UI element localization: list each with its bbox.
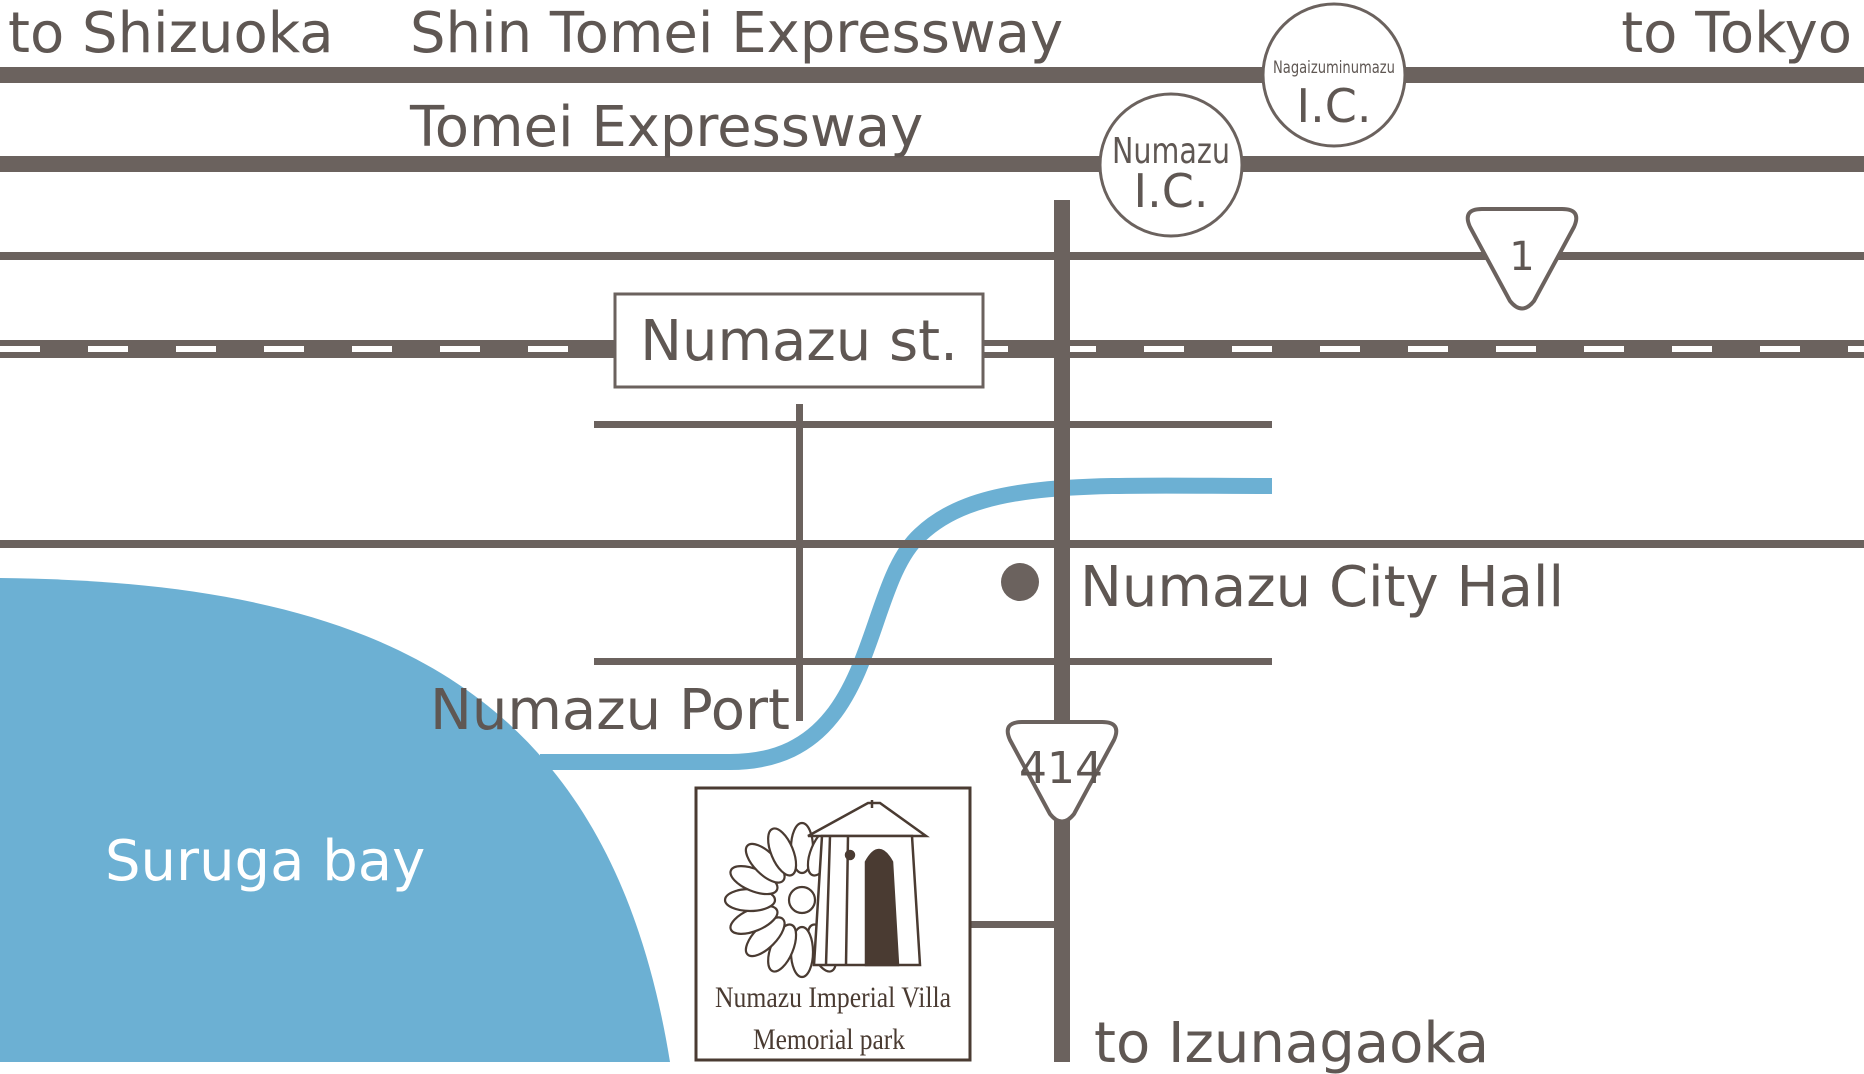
nagaizumi-ic-marker bbox=[1261, 2, 1407, 148]
nagaizumi-ic-name: Nagaizuminumazu bbox=[1273, 58, 1395, 78]
numazu-ic-name: Numazu bbox=[1112, 131, 1230, 172]
imperial-villa-name-line2: Memorial park bbox=[753, 1023, 905, 1056]
numazu-port-label: Numazu Port bbox=[430, 678, 790, 743]
nagaizumi-ic-suffix: I.C. bbox=[1297, 79, 1372, 133]
villa-access-road bbox=[968, 921, 1056, 928]
suruga-bay-label: Suruga bay bbox=[105, 829, 425, 894]
city-hall-marker bbox=[1001, 563, 1039, 601]
route-414-number: 414 bbox=[1019, 743, 1103, 794]
local-road-upper bbox=[594, 421, 1272, 428]
suruga-bay-water bbox=[0, 578, 670, 1062]
port-road bbox=[796, 404, 803, 721]
route-414-road bbox=[1054, 200, 1070, 1062]
numazu-ic-suffix: I.C. bbox=[1134, 164, 1209, 218]
river bbox=[540, 477, 1273, 770]
city-hall-label: Numazu City Hall bbox=[1080, 555, 1564, 620]
route-1-shield bbox=[1465, 207, 1579, 311]
numazu-station-label: Numazu st. bbox=[640, 309, 958, 374]
main-street bbox=[0, 540, 1864, 548]
route-414-shield bbox=[1005, 720, 1119, 824]
numazu-ic-marker bbox=[1098, 92, 1244, 238]
to-tokyo-label: to Tokyo bbox=[1621, 1, 1852, 66]
to-izunagaoka-label: to Izunagaoka bbox=[1094, 1011, 1489, 1074]
to-shizuoka-label: to Shizuoka bbox=[8, 1, 334, 66]
shin-tomei-expressway-road bbox=[0, 67, 1864, 83]
imperial-villa-name-line1: Numazu Imperial Villa bbox=[715, 981, 951, 1014]
numazu-station-box bbox=[613, 292, 985, 389]
shin-tomei-expressway-label: Shin Tomei Expressway bbox=[410, 1, 1063, 66]
tomei-expressway-road bbox=[0, 156, 1864, 172]
route-1-number: 1 bbox=[1509, 234, 1534, 280]
chrysanthemum-crest-and-lantern-icon bbox=[723, 800, 930, 979]
route-1-road bbox=[0, 252, 1864, 260]
tomei-expressway-label: Tomei Expressway bbox=[409, 95, 923, 160]
local-road-lower bbox=[594, 658, 1272, 665]
